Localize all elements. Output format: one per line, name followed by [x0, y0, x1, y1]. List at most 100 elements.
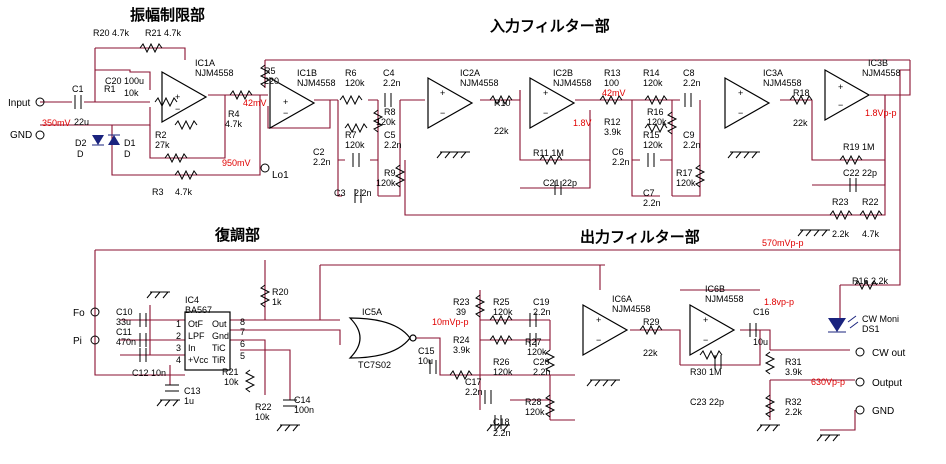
lbl-c13: C13: [184, 386, 201, 396]
ic4-pin-vcc: +Vcc: [188, 355, 209, 365]
lbl-c14: C14: [294, 395, 311, 405]
opamp-ic2a: +−: [427, 77, 473, 129]
lbl-r31: R31: [785, 357, 802, 367]
svg-text:+: +: [738, 88, 743, 98]
lbl-r28v: 120k: [525, 407, 545, 417]
ic1a-part: NJM4558: [195, 68, 234, 78]
lbl-r20b: R20: [272, 287, 289, 297]
lbl-r7v: 120k: [345, 140, 365, 150]
opamp-ic6a: +−: [582, 304, 628, 356]
lbl-c16: C16: [753, 307, 770, 317]
lbl-r22: R22: [255, 402, 272, 412]
ic4-pin-otf: OtF: [188, 319, 204, 329]
lbl-r17v: 120k: [676, 178, 696, 188]
ic4-pinnum-1: 1: [176, 319, 181, 329]
svg-text:−: −: [175, 104, 180, 114]
lbl-c5: C5: [384, 130, 396, 140]
svg-text:+: +: [838, 82, 843, 92]
lbl-r2v: 27k: [155, 140, 170, 150]
svg-text:−: −: [838, 100, 843, 110]
ground-symbols: [146, 151, 840, 442]
lbl-c20b: C20: [533, 357, 550, 367]
lbl-c20: C20 100u: [105, 76, 144, 86]
lbl-r28: R28: [525, 397, 542, 407]
lbl-r16: R16: [647, 107, 664, 117]
level-350mv: 350mV: [42, 118, 71, 128]
lbl-c20bv: 2.2n: [533, 367, 551, 377]
lbl-r31v: 3.9k: [785, 367, 803, 377]
ic6a-part: NJM4558: [612, 304, 651, 314]
signal-levels: 350mV 42mV 42mV 1.8V 1.8Vp-p 950mV 570mV…: [42, 88, 897, 387]
lbl-c18: C18: [493, 417, 510, 427]
level-42mv-b: 42mV: [602, 88, 626, 98]
ic6b-name: IC6B: [705, 284, 725, 294]
ic2a-name: IC2A: [460, 68, 480, 78]
lbl-r29: R29: [643, 317, 660, 327]
opamp-ic1a: +−: [161, 71, 207, 123]
lbl-r22v: 10k: [255, 412, 270, 422]
ic1a-name: IC1A: [195, 58, 215, 68]
lbl-r20bv: 1k: [272, 297, 282, 307]
ic5a-name: IC5A: [362, 307, 382, 317]
lbl-r1: R1: [104, 84, 116, 94]
ic2b-name: IC2B: [553, 68, 573, 78]
port-input: Input: [8, 98, 30, 109]
opamp-ic1b: +−: [269, 77, 315, 129]
lbl-r3: R3: [152, 187, 164, 197]
lbl-c4v: 2.2n: [383, 78, 401, 88]
lbl-c1v: 22u: [74, 117, 89, 127]
ic5a-part: TC7S02: [358, 360, 391, 370]
lbl-r12v: 3.9k: [604, 127, 622, 137]
ic3a-name: IC3A: [763, 68, 783, 78]
ic4-pinnum-3: 3: [176, 343, 181, 353]
lbl-c5v: 2.2n: [384, 140, 402, 150]
lbl-c11v: 470n: [116, 337, 136, 347]
ic4-pin-tic: TiC: [212, 343, 226, 353]
lbl-r26: R26: [493, 357, 510, 367]
opamp-ic3b: +−: [824, 69, 870, 121]
ic3a-part: NJM4558: [763, 78, 802, 88]
ic2b-part: NJM4558: [553, 78, 592, 88]
ic4-pinnum-4: 4: [176, 355, 181, 365]
opamp-ic3a: +−: [724, 77, 770, 129]
lbl-r14: R14: [643, 68, 660, 78]
lbl-r21a: R21 4.7k: [145, 28, 182, 38]
lbl-r10: R10: [494, 98, 511, 108]
lbl-c7: C7: [643, 188, 655, 198]
lbl-c7v: 2.2n: [643, 198, 661, 208]
lbl-r23b: R23: [832, 197, 849, 207]
lbl-r7: R7: [345, 130, 357, 140]
lbl-r6v: 120k: [345, 78, 365, 88]
lbl-r12: R12: [604, 117, 621, 127]
lbl-c1: C1: [72, 84, 84, 94]
lbl-r23v: 39: [456, 307, 466, 317]
lbl-c19v: 2.2n: [533, 307, 551, 317]
lbl-r13v: 100: [604, 78, 619, 88]
lbl-c12: C12 10n: [132, 368, 166, 378]
level-1-8vpp-b: 1.8vp-p: [764, 297, 794, 307]
ic4-pin-tir: TiR: [212, 355, 226, 365]
lbl-d2: D2: [75, 138, 87, 148]
lbl-d2v: D: [77, 149, 84, 159]
svg-text:−: −: [543, 108, 548, 118]
ic1b-name: IC1B: [297, 68, 317, 78]
led-ds1-icon: [828, 315, 859, 333]
lbl-r16v: 120k: [647, 117, 667, 127]
port-lo1: Lo1: [272, 170, 289, 181]
ic4-pin-in: In: [188, 343, 196, 353]
svg-text:+: +: [440, 88, 445, 98]
level-950mv: 950mV: [222, 158, 251, 168]
lbl-r30: R30 1M: [690, 367, 722, 377]
svg-text:+: +: [703, 315, 708, 325]
lbl-r2: R2: [155, 130, 167, 140]
lbl-c3v: 2.2n: [354, 188, 372, 198]
lbl-r21bv: 10k: [224, 377, 239, 387]
wires-bottom: [94, 69, 910, 431]
lbl-r3v: 4.7k: [175, 187, 193, 197]
svg-text:−: −: [596, 335, 601, 345]
lbl-r19: R19 1M: [843, 142, 875, 152]
label-ds1: DS1: [862, 324, 880, 334]
ic4-pins: OtF LPF In +Vcc Out Gnd TiC TiR 1 2 3 4 …: [176, 317, 245, 365]
lbl-c16v: 10u: [753, 337, 768, 347]
lbl-r23bv: 2.2k: [832, 229, 850, 239]
